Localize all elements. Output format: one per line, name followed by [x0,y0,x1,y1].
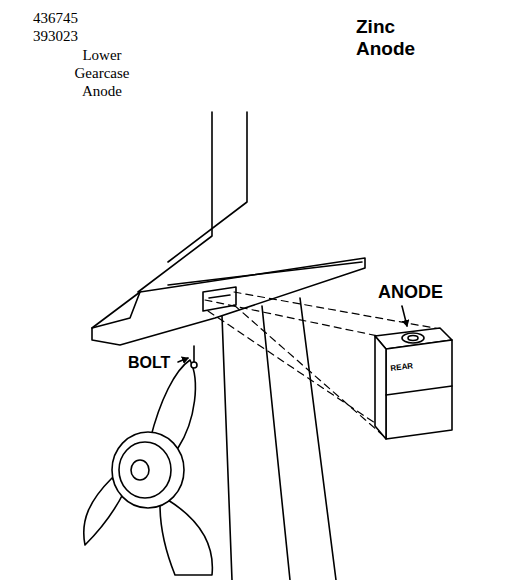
projection-line [205,300,378,336]
part-name: Lower Gearcase Anode [58,46,146,100]
anode-hole-inner [408,336,418,341]
callout-label: BOLT [128,354,188,372]
prop-hub-ring [119,442,171,498]
pocket-slot [209,295,230,298]
prop-hub [112,432,184,508]
anode-side [375,336,386,439]
housing-line [168,112,247,262]
plate-edge [168,262,362,285]
gearcase-line [222,316,232,580]
housing-line [138,112,212,292]
bolt-head [191,362,197,368]
prop-shaft [131,460,149,480]
anode-hole [402,333,424,343]
part-number: 436745 [33,10,113,27]
projection-line [234,305,386,438]
callout-label: ANODE [378,282,468,303]
prop-blade [160,500,212,575]
bolt-shank [193,346,195,362]
bolt-leader [178,358,188,362]
gearcase-line [262,306,290,580]
trim-tab [92,292,140,328]
anode-front [386,340,452,439]
part-number: 393023 [33,28,113,45]
anti-ventilation-plate [92,258,365,345]
gearcase-line [300,298,336,580]
anode-leader [402,306,407,326]
anode-pocket [203,287,236,311]
anode-crease [386,386,452,395]
title: Zinc Anode [356,16,448,60]
